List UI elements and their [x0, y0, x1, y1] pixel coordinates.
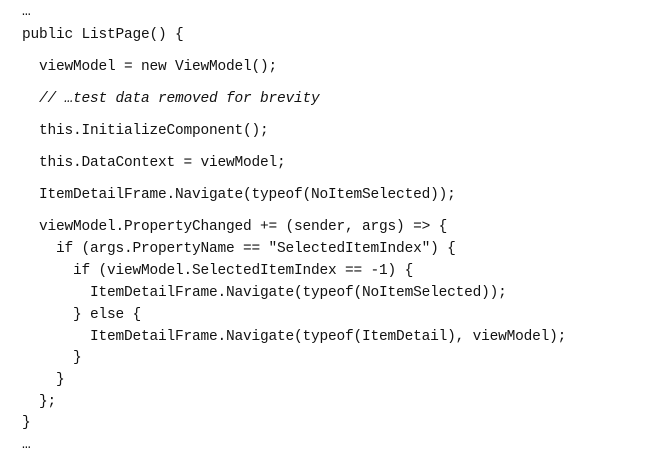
code-line-comment: // …test data removed for brevity [22, 91, 320, 107]
code-line-close-if: } [22, 350, 82, 366]
code-line-close-method: } [22, 415, 31, 431]
code-line-navigate-no-item-inner: ItemDetailFrame.Navigate(typeof(NoItemSe… [22, 285, 507, 301]
code-line-else: } else { [22, 307, 142, 323]
code-line-initialize-component: this.InitializeComponent(); [22, 123, 269, 139]
code-line-data-context: this.DataContext = viewModel; [22, 155, 286, 171]
code-line-ellipsis-end: … [22, 437, 31, 453]
code-line-if-selected-index: if (viewModel.SelectedItemIndex == -1) { [22, 263, 414, 279]
code-line-viewmodel-init: viewModel = new ViewModel(); [22, 59, 278, 75]
code-line-method-signature: public ListPage() { [22, 27, 184, 43]
code-line-property-changed: viewModel.PropertyChanged += (sender, ar… [22, 219, 448, 235]
code-line-navigate-no-item: ItemDetailFrame.Navigate(typeof(NoItemSe… [22, 187, 456, 203]
code-line-close-outer-if: } [22, 372, 65, 388]
code-line-ellipsis-start: … [22, 4, 31, 20]
code-line-close-lambda: }; [22, 394, 57, 410]
code-line-navigate-item-detail: ItemDetailFrame.Navigate(typeof(ItemDeta… [22, 329, 567, 345]
code-line-if-property-name: if (args.PropertyName == "SelectedItemIn… [22, 241, 456, 257]
